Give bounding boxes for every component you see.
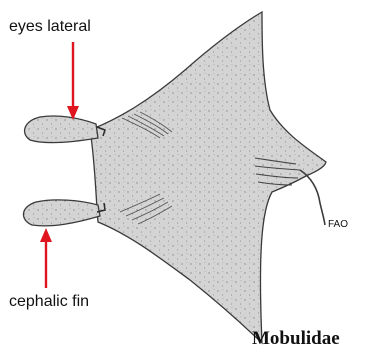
family-name-label: Mobulidae — [252, 328, 340, 350]
arrow-cephalic-fin — [40, 228, 52, 288]
source-label: FAO — [328, 219, 348, 230]
cephalic-fin-upper — [25, 116, 98, 143]
tail — [300, 170, 325, 225]
cephalic-fin-lower — [23, 200, 100, 226]
arrow-eyes — [67, 42, 79, 120]
cephalic-fin-label: cephalic fin — [9, 293, 89, 311]
eyes-lateral-label: eyes lateral — [9, 18, 91, 36]
